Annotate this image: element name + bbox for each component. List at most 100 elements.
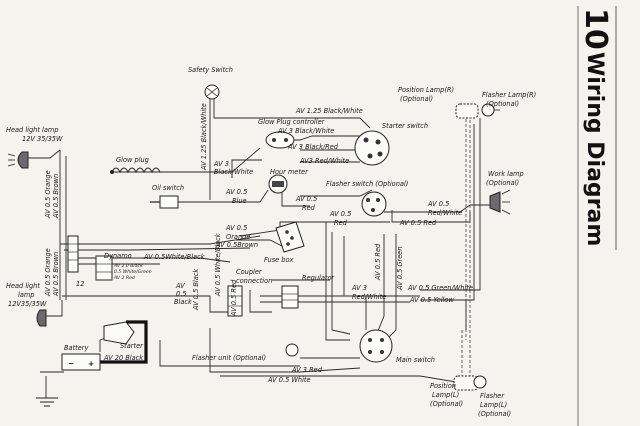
wire-label: AV 0.5 Red (399, 219, 437, 227)
label-head-light-bottom-2: lamp (18, 291, 34, 299)
wire-label: AV 0.5 Green (396, 247, 404, 291)
label-position-lamp-r-opt: (Optional) (400, 95, 433, 103)
label-position-lamp-l-opt: (Optional) (430, 400, 463, 408)
work-lamp-symbol (489, 189, 511, 215)
label-head-light-top: Head light lamp (6, 126, 59, 134)
wire-label: Orange (226, 233, 250, 241)
label-flasher-lamp-l-opt: (Optional) (478, 410, 511, 418)
wire-label: AV 0.5 Orange (44, 170, 52, 219)
wire-label: AV 3 Black/White (277, 127, 334, 135)
regulator-symbol (281, 285, 299, 309)
battery-symbol: − + (36, 353, 101, 407)
glow-plug-symbol (110, 167, 161, 174)
wire-label: AV 0.5White/Black (143, 253, 206, 261)
coupler-symbol (227, 285, 243, 317)
wire-label: Black/White (214, 168, 253, 176)
head-light-bottom-symbol (36, 300, 63, 327)
label-head-light-bottom-1: Head light (6, 282, 40, 290)
label-head-light-top-spec: 12V 35/35W (22, 135, 63, 143)
label-flasher-switch: Flasher switch (Optional) (326, 180, 408, 188)
section-title: Wiring Diagram (582, 52, 607, 246)
wire-label: AV 0.5 (329, 210, 351, 218)
label-regulator: Regulator (302, 274, 335, 282)
wire-network (40, 98, 490, 398)
dynamo-symbol (95, 255, 113, 281)
label-dynamo: Dynamo (104, 252, 132, 260)
wire-label: AV 0.5 White (267, 376, 311, 384)
wire-label: Red (334, 219, 348, 227)
label-position-lamp-l-1: Position (430, 382, 456, 390)
label-hour-meter: Hour meter (270, 168, 309, 176)
position-lamp-r-symbol (455, 103, 479, 119)
label-starter: Starter (120, 342, 144, 350)
wire-label: AV 0.5 Black (192, 268, 200, 311)
wire-label: AV 0.5 Yellow (409, 296, 454, 304)
label-fuse-box: Fuse box (264, 256, 294, 264)
wire-label: AV 0.5 (225, 224, 247, 232)
starter-switch-symbol (354, 130, 390, 166)
wire-label: AV 20 Black (103, 354, 144, 362)
starter-symbol (103, 321, 135, 345)
wire-label: Black (174, 298, 193, 306)
flasher-switch-symbol (361, 191, 387, 217)
wire-label: Blue (232, 197, 247, 205)
wire-label: AV 1.25 Black/White (200, 103, 208, 171)
wire-label: 0.5 White/Green (114, 269, 152, 275)
glow-plug-controller-symbol (265, 131, 295, 149)
label-battery: Battery (64, 344, 89, 352)
wire-label: AV 0.5 Green/White (407, 284, 473, 292)
wire-label: AV 0.5 Brown (52, 252, 60, 297)
label-glow-plug-controller: Glow Plug controller (258, 118, 326, 126)
left-connector-symbol (67, 235, 79, 273)
oil-switch-symbol (150, 195, 179, 209)
flasher-unit-symbol (285, 343, 299, 357)
label-work-lamp: Work lamp (488, 170, 524, 178)
hour-meter-symbol (268, 174, 288, 194)
wire-label: AV 3 (213, 160, 229, 168)
wire-label: AV 2 Red (113, 275, 135, 281)
label-coupler-2: connection (236, 277, 272, 285)
wire-label: AV 0.5 Orange (44, 248, 52, 297)
pin-number: 12 (76, 280, 84, 288)
label-position-lamp-l-2: Lamp(L) (432, 391, 459, 399)
wire-label: AV 2.0 Black (113, 263, 143, 269)
section-number: 10 (578, 8, 613, 50)
label-safety-switch: Safety Switch (188, 66, 233, 74)
label-flasher-lamp-r-opt: (Optional) (486, 100, 519, 108)
fuse-box-symbol (275, 221, 305, 253)
wire-label: AV 3 Black/Red (287, 143, 339, 151)
wire-label: Red/White (428, 209, 462, 217)
wire-label: AV (175, 282, 185, 290)
label-flasher-lamp-l-1: Flasher (480, 392, 505, 400)
svg-text:+: + (88, 359, 94, 368)
wire-label: AV 0.5 (427, 200, 449, 208)
label-flasher-lamp-r: Flasher Lamp(R) (482, 91, 536, 99)
wire-label: AV 0.5 (225, 188, 247, 196)
component-labels: Safety Switch Head light lamp 12V 35/35W… (6, 66, 536, 418)
label-starter-switch: Starter switch (382, 122, 428, 130)
label-coupler-1: Coupler (236, 268, 263, 276)
wire-label: AV 0.5 Red (374, 243, 382, 281)
wire-label: AV3 Red/White (299, 157, 349, 165)
wire-label: AV 3 (351, 284, 367, 292)
wire-label: AV 3 Red (291, 366, 323, 374)
label-position-lamp-r: Position Lamp(R) (398, 86, 454, 94)
safety-switch-symbol (204, 84, 220, 100)
wire-label: Red (302, 204, 316, 212)
wire-label: 0.5 (176, 290, 187, 298)
label-oil-switch: Oil switch (152, 184, 184, 192)
wire-label: AV 0.5Brown (215, 241, 258, 249)
flasher-lamp-l-symbol (473, 375, 487, 389)
label-flasher-lamp-l-2: Lamp(L) (480, 401, 507, 409)
label-glow-plug: Glow plug (116, 156, 149, 164)
wire-labels: AV 1.25 Black/White AV 3 Black/White AV … (44, 103, 473, 384)
wire-label: AV 0.5 Red (230, 279, 238, 317)
head-light-top-symbol (7, 149, 61, 169)
wire-label: AV 1.25 Black/White (295, 107, 363, 115)
main-switch-symbol (359, 329, 393, 363)
flasher-lamp-r-symbol (481, 103, 500, 117)
label-flasher-unit: Flasher unit (Optional) (192, 354, 266, 362)
wire-label: AV 0.5 Brown (52, 174, 60, 219)
